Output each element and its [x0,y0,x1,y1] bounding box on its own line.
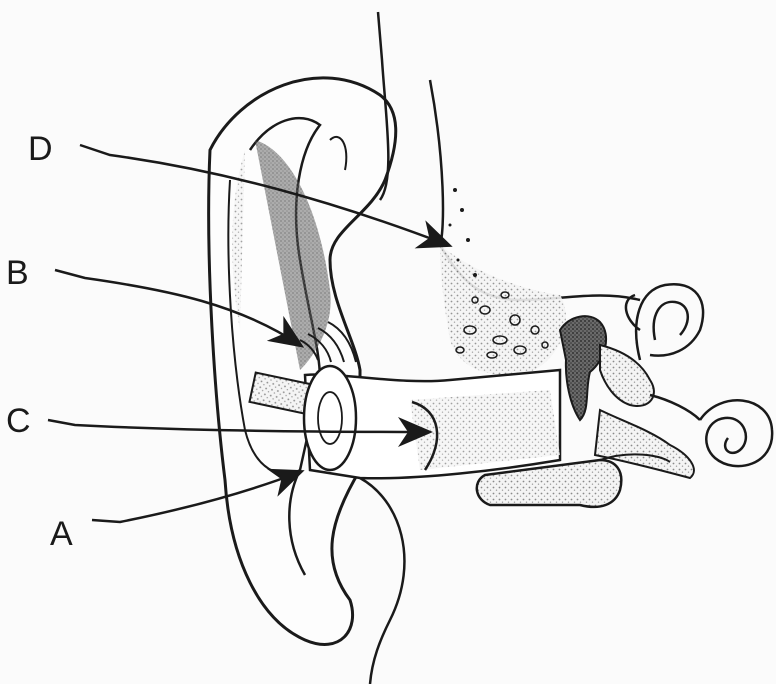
label-c: C [6,402,31,440]
pinna [209,78,396,645]
semicircular-canals [626,284,703,360]
lower-bone [360,454,670,684]
label-b: B [6,254,29,292]
label-a: A [50,515,73,553]
ossicles [560,316,654,420]
mastoid-cells [440,188,566,375]
label-d: D [28,130,53,168]
